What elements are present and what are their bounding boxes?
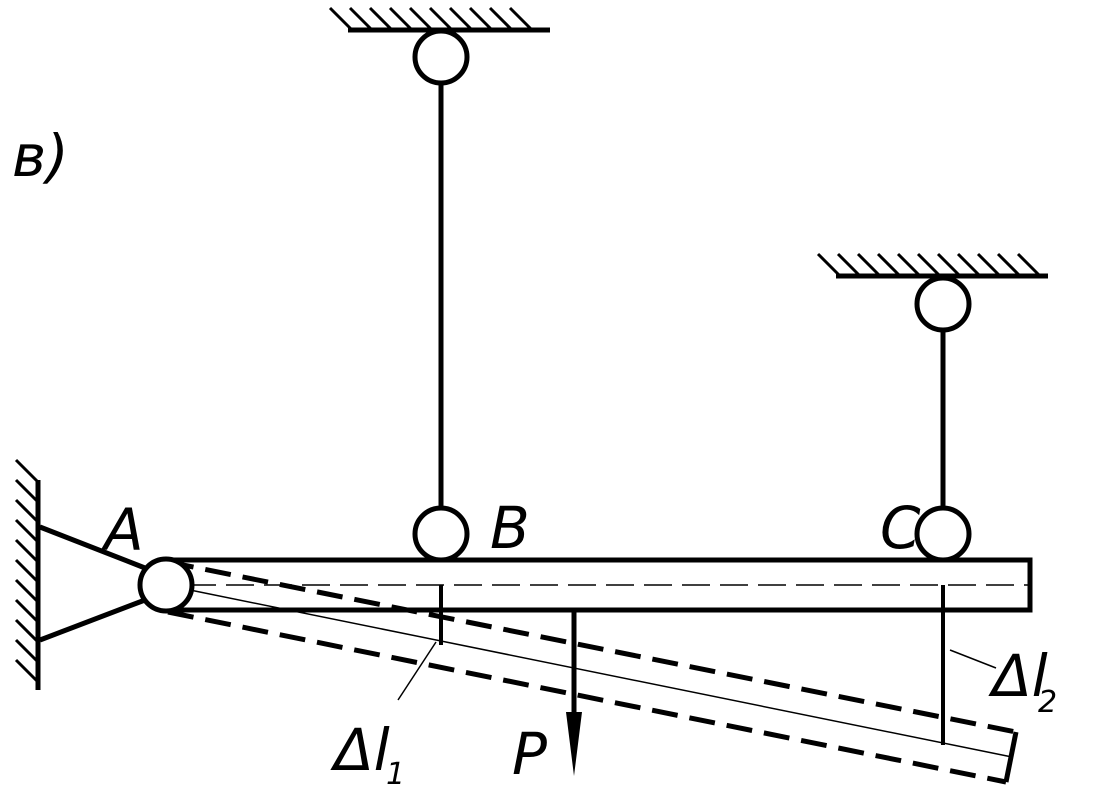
hinge-top-c (914, 275, 972, 333)
hinge-top-b (412, 28, 470, 86)
label-b: B (490, 494, 530, 562)
hinge-a (137, 556, 195, 614)
label-c: C (880, 494, 921, 562)
hinge-b (412, 505, 470, 563)
ceiling-support-b (328, 6, 550, 33)
load-p-arrow (566, 612, 582, 776)
panel-label: в) (12, 122, 69, 190)
ceiling-support-c (816, 252, 1048, 279)
label-a: A (100, 496, 144, 564)
label-dl1-sub: 1 (386, 757, 405, 792)
label-p: P (512, 720, 547, 788)
deflected-beam (167, 559, 1019, 785)
label-dl2-sub: 2 (1038, 685, 1057, 720)
wall-support-a (14, 458, 146, 690)
leader-line-dl2 (949, 649, 997, 669)
leader-line-dl1 (397, 641, 437, 701)
label-dl2: Δl (988, 642, 1048, 710)
hinge-c (914, 505, 972, 563)
beam (163, 557, 1033, 613)
label-dl1: Δl (330, 716, 390, 784)
